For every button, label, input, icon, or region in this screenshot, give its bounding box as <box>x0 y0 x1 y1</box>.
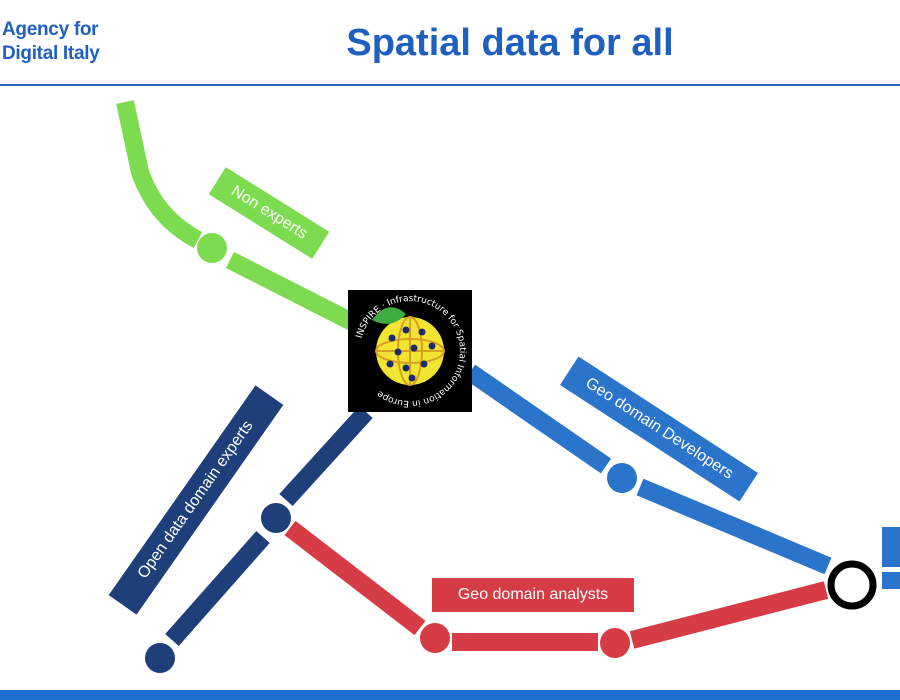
leaf-icon <box>372 307 406 324</box>
green-line-station <box>197 233 227 263</box>
blue-line-segment-lower <box>636 478 832 575</box>
navy-line-segment-upper <box>279 405 373 507</box>
blue-line-segment-upper <box>464 364 612 474</box>
navy-line-station-end <box>145 643 175 673</box>
red-line-segment-c <box>629 581 829 649</box>
inspire-logo: INSPIRE · Infrastructure for Spatial Inf… <box>348 290 472 412</box>
inspire-emblem: INSPIRE · Infrastructure for Spatial Inf… <box>355 294 467 408</box>
line-label-geo-analysts: Geo domain analysts <box>432 578 634 612</box>
red-line-station-2 <box>600 628 630 658</box>
red-line-station-1 <box>420 623 450 653</box>
navy-line-segment-lower <box>165 531 270 646</box>
offscreen-line-fragment <box>882 527 900 589</box>
red-line-segment-a <box>284 520 426 636</box>
blue-line-station <box>607 463 637 493</box>
interchange-station <box>827 560 877 610</box>
brand-line-2: Digital Italy <box>2 43 100 64</box>
footer-bar <box>0 690 900 700</box>
page-title: Spatial data for all <box>346 22 674 64</box>
header-divider <box>0 84 900 86</box>
brand-logo: Agency for Digital Italy <box>2 18 100 66</box>
green-line-segment-lower <box>225 251 357 331</box>
brand-line-1: Agency for <box>2 19 99 40</box>
navy-line-station-upper <box>261 503 291 533</box>
green-line-segment-upper <box>116 100 203 248</box>
